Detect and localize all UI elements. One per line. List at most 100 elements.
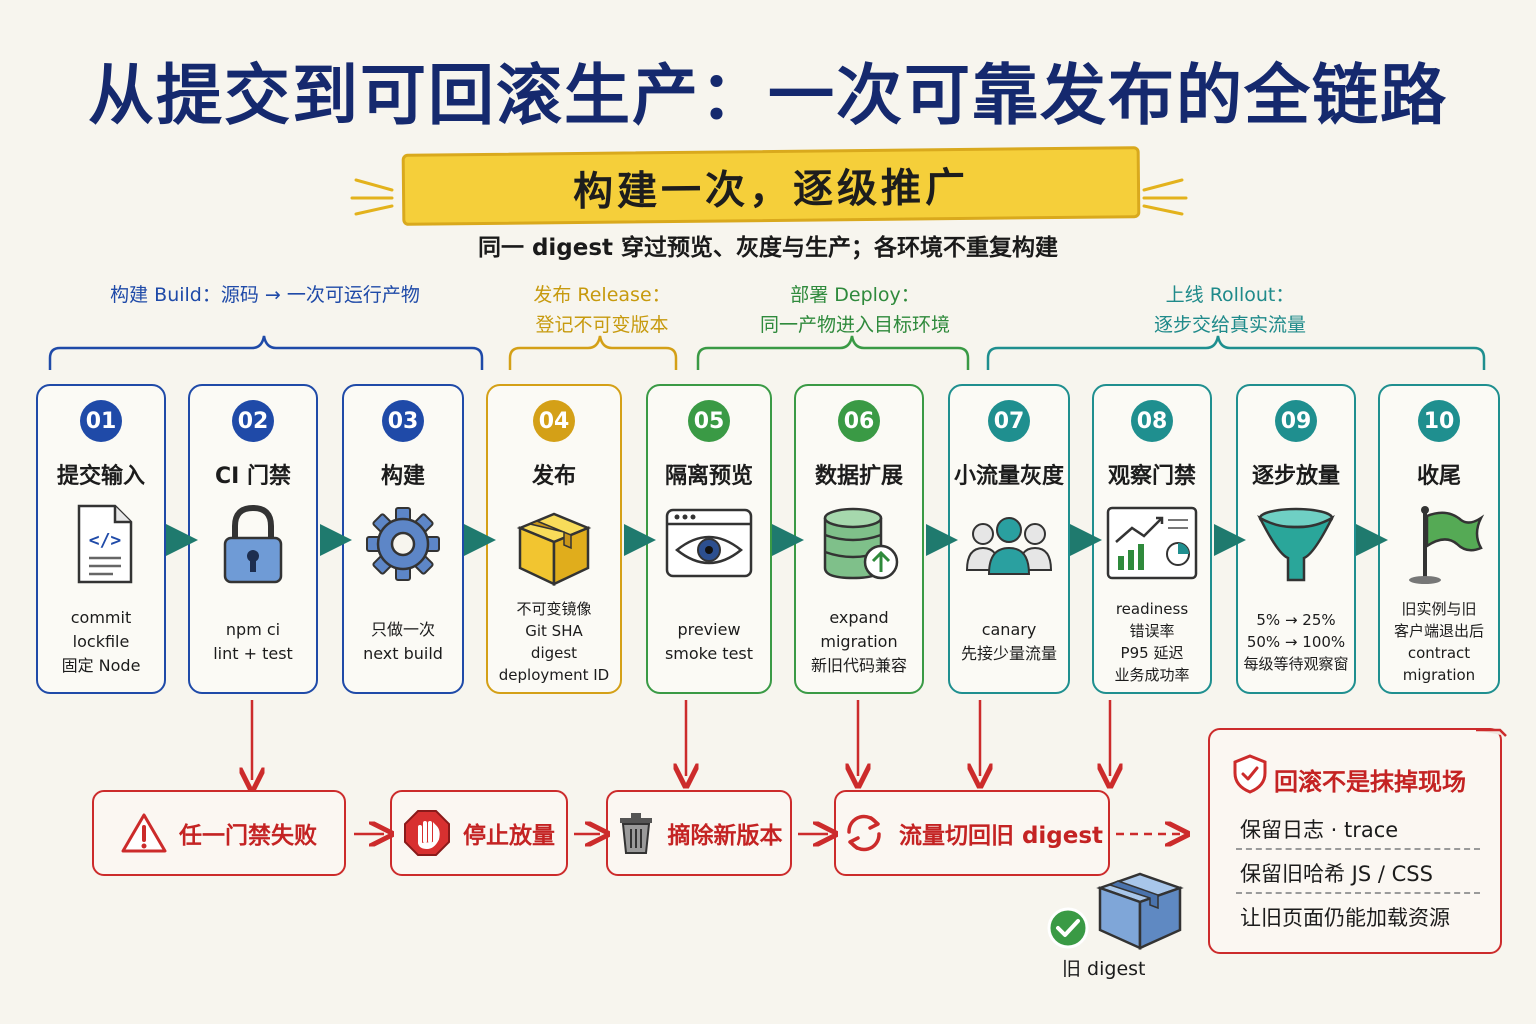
step-desc-line: commit: [70, 608, 132, 627]
step-desc: preview smoke test: [652, 596, 766, 688]
step-desc-line: next build: [363, 644, 443, 663]
step-desc-line: 新旧代码兼容: [810, 656, 907, 675]
step-card-08: 08 观察门禁 readiness 错误率 P95 延迟 业务成功率: [1092, 384, 1212, 694]
phase-build-label: 构建 Build：源码 → 一次可运行产物: [110, 284, 420, 306]
phase-build: 构建 Build：源码 → 一次可运行产物: [60, 280, 470, 310]
banner: 构建一次，逐级推广: [401, 146, 1141, 226]
trash-icon: [619, 813, 652, 854]
step-number-badge: 01: [80, 400, 122, 442]
step-desc-line: 不可变镜像: [516, 600, 592, 618]
step-desc-line: 每级等待观察窗: [1243, 655, 1349, 673]
phase-release: 发布 Release： 登记不可变版本: [492, 280, 712, 340]
step-desc: 旧实例与旧 客户端退出后 contract migration: [1384, 596, 1494, 688]
step-desc-line: 50% → 100%: [1246, 633, 1346, 651]
step-desc-line: migration: [1402, 666, 1476, 684]
failure-step-switch-back: 流量切回旧 digest: [834, 790, 1110, 876]
failure-flow-arrows: [354, 812, 1536, 856]
failure-step-label: 摘除新版本: [667, 823, 783, 849]
failure-down-arrows: [0, 700, 1536, 790]
step-card-10: 10 收尾 旧实例与旧 客户端退出后 contract migration: [1378, 384, 1500, 694]
step-desc: 只做一次 next build: [348, 596, 458, 688]
stop-hand-icon: [404, 810, 450, 856]
phase-release-label: 发布 Release：: [533, 284, 671, 306]
step-desc-line: 5% → 25%: [1256, 611, 1336, 629]
step-title: 提交输入: [56, 464, 145, 489]
rollback-note-item: 保留旧哈希 JS / CSS: [1240, 862, 1433, 886]
step-title: 隔离预览: [664, 464, 753, 489]
phase-braces: [48, 335, 1486, 370]
step-title: 小流量灰度: [953, 464, 1064, 489]
step-desc-line: canary: [981, 620, 1037, 639]
step-card-07: 07 小流量灰度 canary 先接少量流量: [948, 384, 1070, 694]
brace-deploy: [696, 335, 970, 370]
step-desc-line: lint + test: [213, 644, 293, 663]
step-number-badge: 07: [988, 400, 1030, 442]
step-number-badge: 04: [533, 400, 575, 442]
brace-build: [48, 335, 484, 370]
step-title: 发布: [531, 464, 576, 489]
step-desc-line: 只做一次: [370, 620, 435, 639]
phase-rollout-desc: 逐步交给真实流量: [1153, 314, 1306, 336]
warning-icon: [121, 813, 167, 853]
phase-rollout-label: 上线 Rollout：: [1165, 284, 1295, 306]
step-card-01: 01 提交输入 </> commit lockfile 固定 Node: [36, 384, 166, 694]
step-desc-line: 错误率: [1129, 622, 1175, 640]
phase-deploy-label: 部署 Deploy：: [790, 284, 920, 306]
failure-step-gate-failed: 任一门禁失败: [92, 790, 346, 876]
step-number-badge: 10: [1418, 400, 1460, 442]
step-desc-line: P95 延迟: [1120, 644, 1184, 662]
step-desc-line: 固定 Node: [61, 656, 141, 675]
step-desc-line: 业务成功率: [1114, 666, 1190, 684]
step-number-badge: 05: [688, 400, 730, 442]
page-title: 从提交到可回滚生产：一次可靠发布的全链路: [88, 57, 1448, 134]
step-desc: readiness 错误率 P95 延迟 业务成功率: [1098, 596, 1206, 688]
failure-step-remove-new-version: 摘除新版本: [606, 790, 792, 876]
step-title: CI 门禁: [215, 464, 291, 489]
step-title: 观察门禁: [1107, 464, 1196, 489]
step-desc: commit lockfile 固定 Node: [42, 596, 160, 688]
step-title: 构建: [380, 464, 425, 489]
step-card-06: 06 数据扩展 expand migration 新旧代码兼容: [794, 384, 924, 694]
step-title: 数据扩展: [814, 464, 903, 489]
brace-release: [508, 335, 678, 370]
phase-rollout: 上线 Rollout： 逐步交给真实流量: [1080, 280, 1380, 340]
rollback-note-item: 让旧页面仍能加载资源: [1240, 906, 1450, 930]
flag-icon: [1409, 506, 1485, 584]
step-desc: canary 先接少量流量: [954, 596, 1064, 688]
step-desc-line: Git SHA: [525, 622, 583, 640]
code-file-icon: </>: [77, 504, 133, 584]
step-number-badge: 06: [838, 400, 880, 442]
step-desc-line: digest: [530, 644, 578, 662]
shield-check-icon: [1233, 754, 1267, 794]
funnel-icon: [1257, 507, 1335, 582]
brace-rollout: [986, 335, 1486, 370]
step-title: 逐步放量: [1251, 464, 1340, 489]
step-desc: 不可变镜像 Git SHA digest deployment ID: [492, 596, 616, 688]
step-number-badge: 03: [382, 400, 424, 442]
step-desc-line: deployment ID: [498, 666, 610, 684]
step-desc: npm ci lint + test: [194, 596, 312, 688]
step-desc-line: 客户端退出后: [1393, 622, 1484, 640]
rollback-note: 回滚不是抹掉现场 保留日志 · trace 保留旧哈希 JS / CSS 让旧页…: [1208, 728, 1507, 954]
step-card-04: 04 发布 不可变镜像 Git SHA digest deployment ID: [486, 384, 622, 694]
failure-step-stop-rollout: 停止放量: [390, 790, 568, 876]
phase-deploy: 部署 Deploy： 同一产物进入目标环境: [715, 280, 995, 340]
step-number-badge: 08: [1131, 400, 1173, 442]
step-desc-line: npm ci: [225, 620, 281, 639]
users-icon: [965, 517, 1053, 575]
step-card-03: 03 构建 只做一次 next build: [342, 384, 464, 694]
divider: [1236, 892, 1480, 894]
note-folded-corner-icon: [1476, 728, 1507, 737]
old-package-icon: [1047, 872, 1184, 950]
gear-icon: [366, 507, 440, 581]
step-arrows: [166, 524, 1388, 556]
step-desc: expand migration 新旧代码兼容: [800, 596, 918, 688]
padlock-icon: [223, 504, 283, 584]
dashboard-icon: [1106, 506, 1198, 580]
subtitle: 同一 digest 穿过预览、灰度与生产；各环境不重复构建: [477, 235, 1059, 261]
step-desc: 5% → 25% 50% → 100% 每级等待观察窗: [1242, 596, 1350, 688]
step-number-badge: 09: [1275, 400, 1317, 442]
database-icon: [823, 507, 899, 580]
failure-step-label: 任一门禁失败: [179, 823, 317, 849]
svg-text:</>: </>: [89, 530, 122, 551]
